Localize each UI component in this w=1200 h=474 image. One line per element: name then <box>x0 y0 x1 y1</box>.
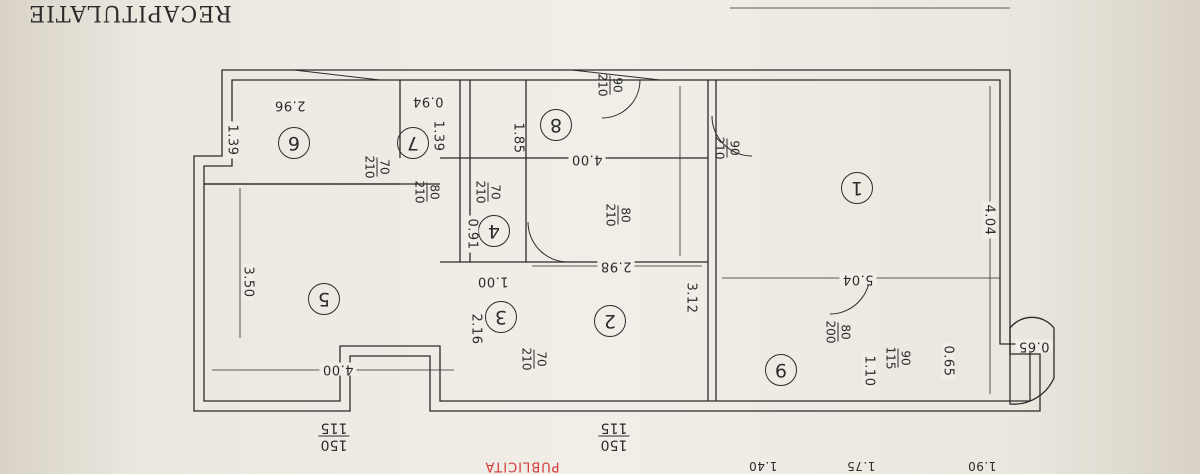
door-entry-size: 90 210 <box>595 72 625 99</box>
door-room2-width: 80 <box>617 205 633 225</box>
dim-bottom-b: 1.75 <box>846 459 876 473</box>
dim-balcony-bay-b: 0.65 <box>941 342 956 380</box>
door-room2-size: 80 210 <box>603 202 633 229</box>
balcony-bay <box>1009 316 1055 405</box>
door-room4-width: 70 <box>487 182 503 202</box>
dim-room1-depth: 4.04 <box>982 201 997 239</box>
room-number-6: 6 <box>278 127 310 159</box>
door-room3-width: 70 <box>533 349 549 369</box>
dim-room7-width: 0.94 <box>409 94 447 109</box>
dim-room3-depth: 2.16 <box>469 310 484 348</box>
room-number-4: 4 <box>478 215 510 247</box>
window-room5 <box>293 69 381 81</box>
door-balcony-height: 200 <box>823 320 838 344</box>
dim-room5-depth: 3.50 <box>241 263 256 301</box>
dim-room3-width: 1.00 <box>474 274 512 289</box>
door-room4-size: 70 210 <box>473 179 503 206</box>
window-room2-height: 115 <box>600 419 628 436</box>
door-room5-size: 80 210 <box>412 179 442 206</box>
outer-wall-inner-line <box>203 79 1031 402</box>
door-room1-width: 90 <box>726 138 742 158</box>
window-balcony-height: 115 <box>883 346 898 370</box>
dim-hall-width: 1.85 <box>511 119 526 157</box>
dim-room6-width: 2.96 <box>271 98 309 113</box>
document-title: RECAPITULATIE <box>28 0 232 25</box>
door-room2-height: 210 <box>603 203 618 227</box>
dim-room2-width: 2.98 <box>597 259 635 274</box>
dim-room2-depth: 3.12 <box>684 279 699 317</box>
door-room5-width: 80 <box>426 182 442 202</box>
door-room7-size: 70 210 <box>362 154 392 181</box>
door-room3-height: 210 <box>519 347 534 371</box>
registry-stamp-text: PUBLICITA <box>484 458 560 474</box>
window-balcony-size: 90 115 <box>883 345 913 372</box>
door-swing-room2 <box>527 221 569 263</box>
door-room7-height: 210 <box>362 155 377 179</box>
dim-balcony-bay-a: 0.65 <box>1015 339 1053 354</box>
door-room4-height: 210 <box>473 180 488 204</box>
dim-bottom-c: 1.40 <box>748 459 778 473</box>
room-number-1: 1 <box>841 172 873 204</box>
door-room5-height: 210 <box>412 180 427 204</box>
door-swing-room1 <box>711 115 753 157</box>
dim-hall-length: 4.00 <box>568 152 606 167</box>
door-balcony-width: 80 <box>837 322 853 342</box>
window-room5-height: 115 <box>320 419 348 436</box>
dim-room1-width: 5.04 <box>839 272 877 287</box>
room-number-7: 7 <box>397 127 429 159</box>
door-balcony-size: 80 200 <box>823 319 853 346</box>
door-entry-width: 90 <box>609 75 625 95</box>
door-room1-size: 90 210 <box>712 135 742 162</box>
window-room5-width: 150 <box>318 435 350 453</box>
window-balcony-width: 90 <box>897 348 913 368</box>
room-number-2: 2 <box>594 305 626 337</box>
dim-room4-depth: 0.91 <box>465 215 480 253</box>
dim-room7-depth: 1.39 <box>431 117 446 155</box>
dim-balcony-depth: 1.10 <box>862 352 877 390</box>
dim-room5-width: 4.00 <box>319 362 357 377</box>
room-number-3: 3 <box>485 301 517 333</box>
window-room2-width: 150 <box>598 435 630 453</box>
door-room7-width: 70 <box>376 157 392 177</box>
room-number-5: 5 <box>308 283 340 315</box>
door-swing-entry <box>601 79 641 119</box>
dim-bottom-a: 1.90 <box>967 459 997 473</box>
window-room2 <box>571 69 661 81</box>
window-room2-size: 150 115 <box>598 419 630 453</box>
window-room5-size: 150 115 <box>318 419 350 453</box>
door-entry-height: 210 <box>595 73 610 97</box>
door-room3-size: 70 210 <box>519 346 549 373</box>
door-room1-height: 210 <box>712 136 727 160</box>
room-number-9: 9 <box>765 354 797 386</box>
room-number-8: 8 <box>540 109 572 141</box>
dim-room6-depth: 1.39 <box>225 121 240 159</box>
